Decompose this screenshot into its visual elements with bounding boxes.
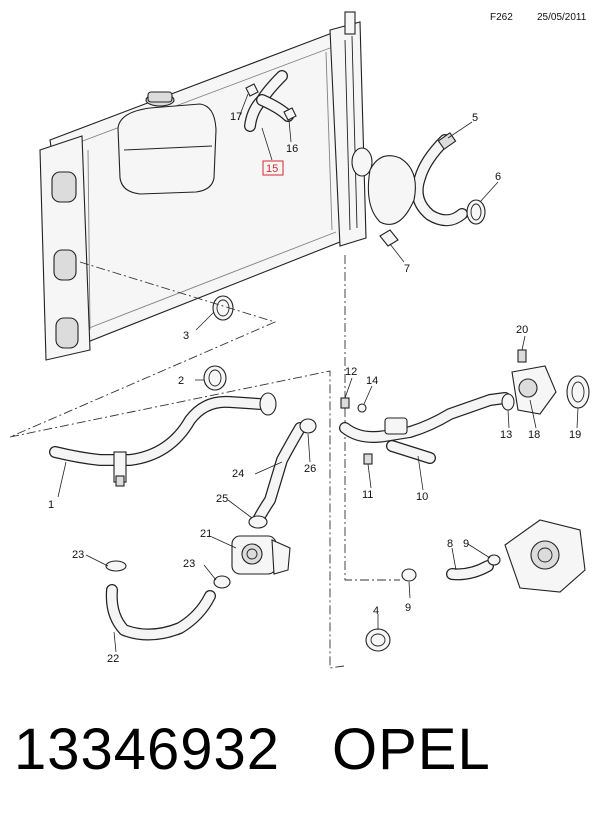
clamp-6 — [466, 199, 486, 225]
pipe-10 — [339, 392, 511, 464]
callout-4: 4 — [373, 605, 379, 617]
callout-10: 10 — [416, 491, 428, 503]
cooling-system-exploded-diagram: F262 25/05/2011 — [9, 11, 590, 669]
callout-20: 20 — [516, 324, 528, 336]
callout-26: 26 — [304, 463, 316, 475]
clip-7 — [379, 229, 399, 247]
bolt-12 — [340, 397, 350, 409]
callout-22: 22 — [107, 653, 119, 665]
clamp-25 — [248, 515, 268, 529]
callout-6: 6 — [495, 171, 501, 183]
callout-21: 21 — [200, 528, 212, 540]
callout-16: 16 — [286, 143, 298, 155]
callout-23-left: 23 — [72, 549, 84, 561]
callout-24: 24 — [232, 468, 244, 480]
callout-12: 12 — [345, 366, 357, 378]
hose-24 — [252, 422, 306, 526]
callout-9-bottom: 9 — [405, 602, 411, 614]
valve-21 — [231, 535, 291, 575]
callout-7: 7 — [404, 263, 410, 275]
callout-9-top: 9 — [463, 538, 469, 550]
hose-8 — [446, 560, 494, 581]
seal-13 — [501, 393, 515, 411]
callout-3: 3 — [183, 330, 189, 342]
clamp-23-left — [105, 560, 127, 572]
callout-25: 25 — [216, 493, 228, 505]
brand-name: OPEL — [332, 717, 491, 782]
callout-13: 13 — [500, 429, 512, 441]
hose-15 — [244, 70, 294, 132]
upper-hose-5 — [367, 132, 468, 227]
clamp-4 — [365, 628, 391, 652]
clamp-2 — [203, 365, 227, 391]
callout-11: 11 — [362, 489, 373, 501]
clip-16 — [283, 107, 297, 121]
callout-19: 19 — [569, 429, 581, 441]
thermostat-housing-18 — [511, 365, 557, 415]
callout-17: 17 — [230, 111, 242, 123]
diagram-date: 25/05/2011 — [537, 12, 587, 23]
clip-14 — [357, 403, 367, 413]
clamp-9-left — [401, 568, 417, 582]
callout-1: 1 — [48, 499, 54, 511]
water-outlet-housing — [504, 519, 586, 593]
expansion-tank — [117, 91, 217, 195]
bolt-11 — [363, 453, 373, 465]
callout-15: 15 — [266, 163, 278, 175]
callout-8: 8 — [447, 538, 453, 550]
clip-26 — [299, 418, 317, 434]
gasket-19 — [566, 375, 590, 409]
clamp-9-right — [487, 554, 501, 566]
part-number: 13346932 — [14, 717, 281, 782]
callout-14: 14 — [366, 375, 378, 387]
clamp-3 — [212, 295, 234, 321]
bolt-20 — [517, 349, 527, 363]
highlight-box-15 — [262, 160, 284, 176]
callout-2: 2 — [178, 375, 184, 387]
callout-18: 18 — [528, 429, 540, 441]
callout-23-right: 23 — [183, 558, 195, 570]
lower-hose-1 — [49, 392, 277, 487]
callout-5: 5 — [472, 112, 478, 124]
hose-22 — [105, 584, 216, 641]
diagram-code: F262 — [490, 12, 513, 23]
footer: 13346932 OPEL — [0, 715, 600, 795]
clamp-23-right — [213, 575, 231, 589]
clip-17 — [245, 83, 259, 97]
leader-lines — [57, 93, 579, 653]
